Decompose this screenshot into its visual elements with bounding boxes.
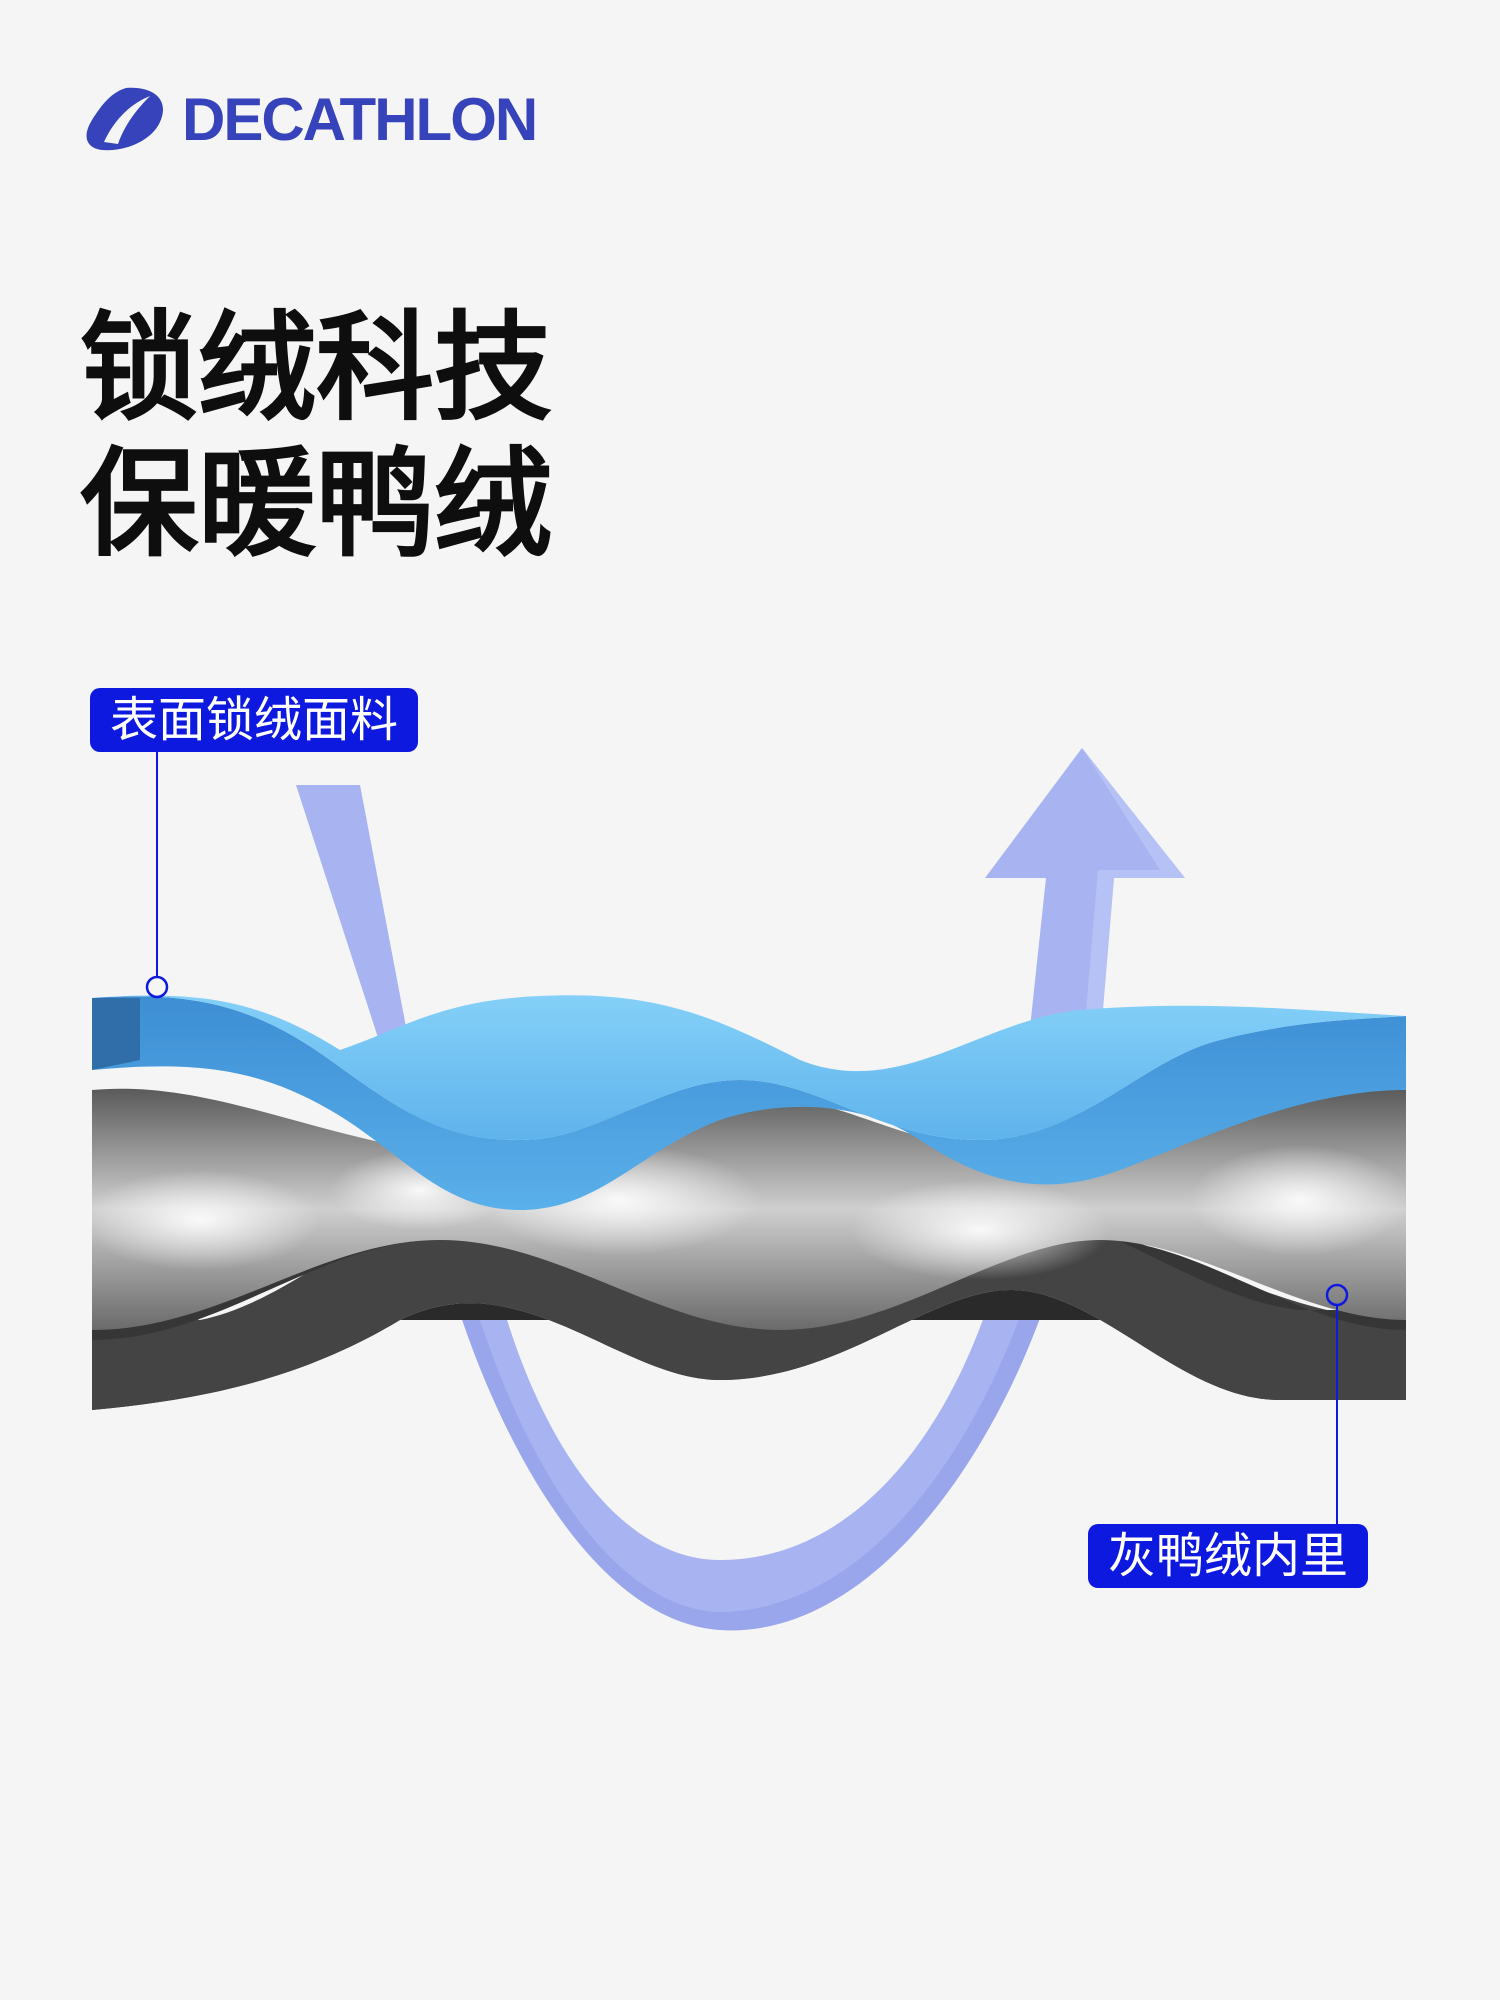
airflow-curve xyxy=(296,785,1076,1631)
headline-line-1: 锁绒科技 xyxy=(80,299,553,437)
callout-outer-fabric: 表面锁绒面料 xyxy=(90,688,419,752)
outer-fabric-layer xyxy=(92,995,1406,1210)
headline: 锁绒科技 保暖鸭绒 xyxy=(80,300,552,572)
callout-leaders xyxy=(145,752,1349,1524)
decathlon-swoosh-icon xyxy=(86,87,163,151)
callout-inner-lining: 灰鸭绒内里 xyxy=(1088,1524,1369,1588)
brand-name: DECATHLON xyxy=(182,86,538,153)
brand-logo: DECATHLON xyxy=(84,84,538,156)
headline-line-2: 保暖鸭绒 xyxy=(80,435,553,573)
